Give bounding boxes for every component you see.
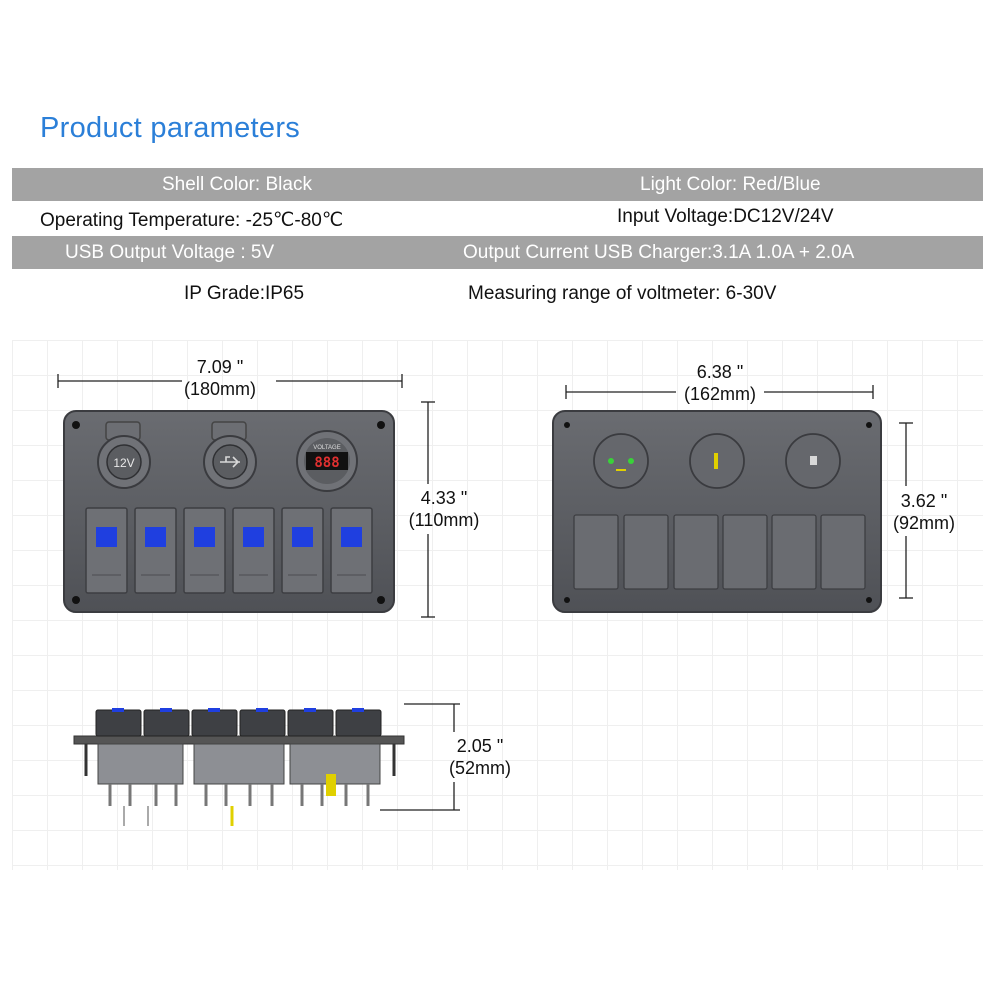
back-height-label: 3.62 " (92mm) <box>893 491 955 533</box>
side-view <box>73 708 405 826</box>
param-input-voltage: Input Voltage:DC12V/24V <box>617 206 834 227</box>
back-height-dimension-line <box>899 422 913 599</box>
voltmeter-icon <box>296 430 358 492</box>
page-title: Product parameters <box>40 112 301 144</box>
rocker-switch-1 <box>85 507 128 594</box>
front-width-dimension-line <box>57 374 403 388</box>
front-panel: 12V VOLTAGE 888 <box>63 410 395 613</box>
socket-label: 12V <box>113 456 134 470</box>
cigarette-socket-icon <box>97 421 151 489</box>
param-measuring-range: Measuring range of voltmeter: 6-30V <box>468 283 777 304</box>
param-ip-grade: IP Grade:IP65 <box>184 283 305 304</box>
back-panel <box>552 410 882 613</box>
back-switch-terminals <box>573 514 866 590</box>
param-operating-temp: Operating Temperature: -25℃-80℃ <box>40 210 344 231</box>
front-height-label: 4.33 " (110mm) <box>408 488 480 530</box>
back-panel-screw-icon <box>564 422 872 603</box>
voltmeter-label: VOLTAGE <box>313 445 340 451</box>
param-shell-color: Shell Color: Black <box>162 174 312 195</box>
param-band-1 <box>12 168 983 201</box>
back-terminal-block-1 <box>593 433 649 489</box>
rocker-switch-6 <box>330 507 373 594</box>
param-usb-output-voltage: USB Output Voltage : 5V <box>65 242 275 263</box>
front-panel-screw-icon <box>72 421 385 604</box>
depth-label: 2.05 " (52mm) <box>449 736 511 778</box>
front-width-label: 7.09 " (180mm) <box>183 357 256 399</box>
back-terminal-block-2 <box>689 433 745 489</box>
usb-socket-icon <box>203 421 257 489</box>
rocker-switch-4 <box>232 507 275 594</box>
rocker-switch-5 <box>281 507 324 594</box>
depth-dimension-line <box>380 703 460 811</box>
back-width-label: 6.38 " (162mm) <box>683 362 756 404</box>
voltmeter-reading: 888 <box>314 455 339 471</box>
front-height-dimension-line <box>421 401 435 618</box>
param-output-current: Output Current USB Charger:3.1A 1.0A + 2… <box>463 242 855 263</box>
param-band-2 <box>12 236 983 269</box>
back-terminal-block-3 <box>785 433 841 489</box>
param-light-color: Light Color: Red/Blue <box>640 174 821 195</box>
rocker-switch-2 <box>134 507 177 594</box>
back-width-dimension-line <box>565 385 874 399</box>
rocker-switch-3 <box>183 507 226 594</box>
mounting-screw-icon <box>84 744 396 776</box>
